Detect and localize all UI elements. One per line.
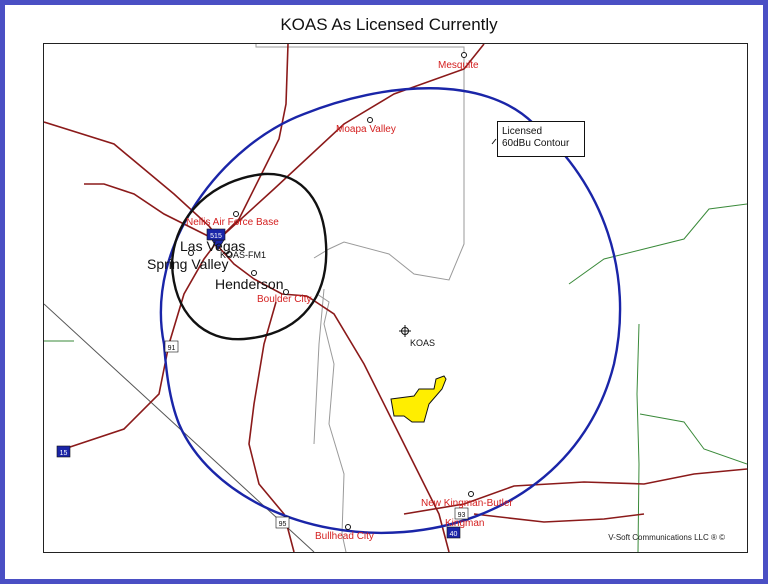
- marker-henderson: [251, 270, 257, 276]
- label-boulder-city: Boulder City: [257, 294, 311, 305]
- svg-text:515: 515: [210, 233, 222, 240]
- legend-pointer: [491, 138, 497, 145]
- label-henderson: Henderson: [215, 276, 284, 292]
- green-line-3: [639, 413, 747, 465]
- shield-us93: 93: [454, 507, 469, 520]
- svg-text:93: 93: [458, 512, 466, 519]
- marker-las-vegas: [226, 251, 232, 257]
- contour-legend: Licensed 60dBu Contour: [497, 121, 585, 157]
- route-shields: 515 15 91 95 93: [56, 228, 469, 539]
- county-line-center: [316, 293, 347, 552]
- gray-boundaries: [255, 44, 465, 552]
- highway-west: [84, 183, 215, 240]
- service-area-fill: [390, 375, 447, 423]
- marker-boulder: [283, 289, 289, 295]
- svg-text:95: 95: [279, 521, 287, 528]
- highway-93-local: [215, 243, 308, 297]
- highway-i15-north: [218, 44, 485, 240]
- local-contour: [170, 172, 328, 341]
- marker-spring-valley: [188, 250, 194, 256]
- licensed-60dbu-contour: [159, 87, 622, 535]
- green-line-1: [568, 203, 747, 285]
- credit-text: V-Soft Communications LLC ® ©: [608, 533, 725, 542]
- map-title: KOAS As Licensed Currently: [280, 15, 498, 34]
- shield-us95: 95: [275, 516, 290, 529]
- svg-text:15: 15: [60, 450, 68, 457]
- map-canvas: 515 15 91 95 93: [43, 43, 748, 553]
- highway-i40: [403, 468, 747, 515]
- county-line-west: [313, 288, 325, 445]
- marker-bullhead: [345, 524, 351, 530]
- label-koas: KOAS: [410, 338, 435, 348]
- state-line: [44, 303, 315, 552]
- county-line-north: [255, 44, 465, 281]
- highway-66: [473, 513, 645, 523]
- highway-95-south: [248, 301, 295, 552]
- label-kingman: Kingman: [445, 518, 484, 529]
- marker-mesquite: [461, 52, 467, 58]
- marker-nellis: [233, 211, 239, 217]
- highways: [44, 44, 747, 552]
- green-line-2: [636, 323, 640, 552]
- legend-line-1: Licensed: [502, 126, 543, 137]
- label-bullhead-city: Bullhead City: [315, 531, 374, 542]
- label-new-kingman-butler: New Kingman-Butler: [421, 498, 513, 509]
- place-markers: [188, 52, 474, 530]
- label-koas-fm1: KOAS-FM1: [220, 250, 266, 260]
- highway-93-south: [306, 295, 450, 552]
- marker-new-kingman: [468, 491, 474, 497]
- label-moapa-valley: Moapa Valley: [336, 124, 396, 135]
- shield-i515: 515: [206, 228, 226, 241]
- shield-us91: 91: [164, 340, 179, 353]
- label-nellis: Nellis Air Force Base: [186, 217, 279, 228]
- shield-i40: 40: [446, 526, 461, 539]
- shield-i15: 15: [56, 445, 71, 458]
- label-spring-valley: Spring Valley: [147, 256, 228, 272]
- map-svg: 515 15 91 95 93: [44, 44, 747, 552]
- label-las-vegas: Las Vegas: [180, 238, 245, 254]
- green-boundaries: [44, 203, 747, 552]
- koas-site-icon: [399, 325, 411, 337]
- legend-line-2: 60dBu Contour: [502, 138, 570, 149]
- label-mesquite: Mesquite: [438, 60, 479, 71]
- marker-moapa: [367, 117, 373, 123]
- svg-text:40: 40: [450, 531, 458, 538]
- highway-north-93: [218, 44, 289, 240]
- svg-text:91: 91: [168, 345, 176, 352]
